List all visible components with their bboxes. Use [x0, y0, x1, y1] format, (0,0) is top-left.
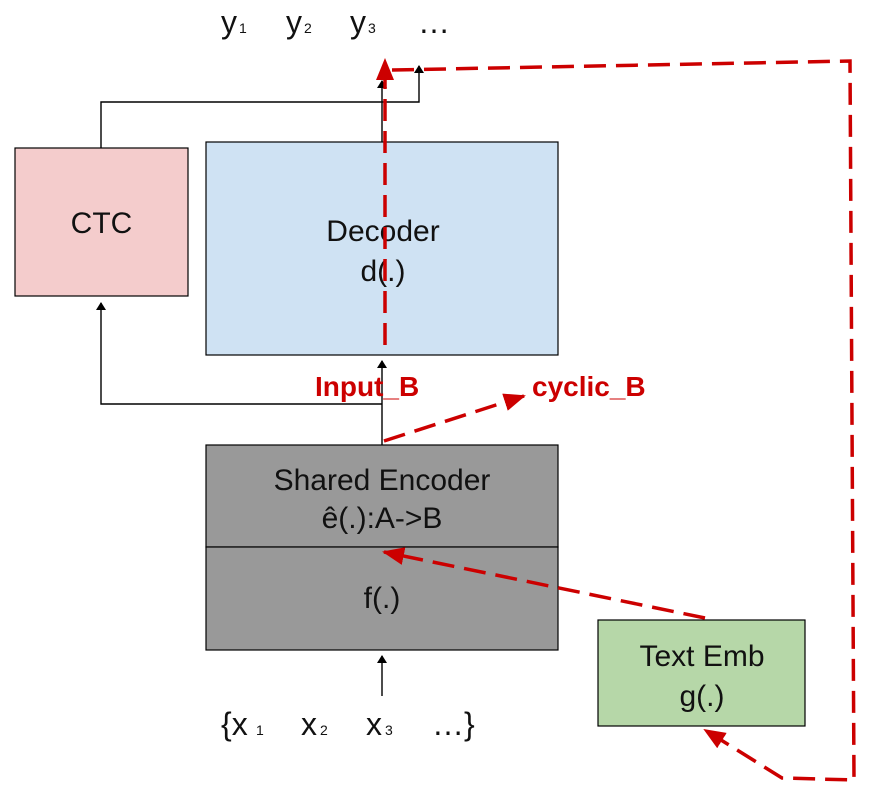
ctc-block: [14, 147, 189, 297]
decoder-block: [205, 141, 559, 356]
shared-encoder-function: ê(.):A->B: [322, 502, 443, 535]
red-path-text-emb-to-encoder: [382, 547, 706, 620]
output-y1: y 1: [221, 4, 247, 40]
cyclic-b-label: cyclic_B: [532, 371, 646, 402]
text-emb-function: g(.): [680, 680, 725, 713]
svg-text:x: x: [366, 706, 382, 742]
svg-text:y: y: [221, 4, 237, 40]
text-emb-block: [597, 619, 806, 727]
shared-encoder-block: [205, 444, 559, 548]
f-label: f(.): [364, 582, 401, 615]
input-b-label: Input_B: [315, 371, 419, 402]
decoder-title: Decoder: [326, 215, 439, 248]
f-block: [205, 546, 559, 651]
svg-text:{x: {x: [221, 706, 248, 742]
input-x3: x 3: [366, 706, 393, 742]
svg-text:1: 1: [239, 20, 247, 36]
svg-text:y: y: [286, 4, 302, 40]
shared-encoder-title: Shared Encoder: [274, 464, 491, 497]
svg-text:3: 3: [385, 722, 393, 738]
arrow-encoder-to-ctc: [96, 302, 382, 405]
input-x2: x 2: [301, 706, 328, 742]
svg-text:2: 2: [320, 722, 328, 738]
input-x1: {x 1: [221, 706, 264, 742]
svg-text:x: x: [301, 706, 317, 742]
output-ellipsis: …: [418, 4, 450, 40]
svg-text:3: 3: [368, 20, 376, 36]
svg-text:y: y: [350, 4, 366, 40]
input-ellipsis: …}: [432, 706, 475, 742]
ctc-label: CTC: [71, 207, 133, 240]
decoder-function: d(.): [361, 255, 406, 288]
output-y2: y 2: [286, 4, 312, 40]
text-emb-title: Text Emb: [639, 640, 764, 673]
output-y3: y 3: [350, 4, 376, 40]
svg-text:2: 2: [304, 20, 312, 36]
arrow-ctc-to-outputs: [100, 65, 424, 148]
red-path-cyclic-b: [383, 393, 526, 443]
svg-text:1: 1: [256, 722, 264, 738]
red-path-cycle-return: [391, 59, 856, 782]
